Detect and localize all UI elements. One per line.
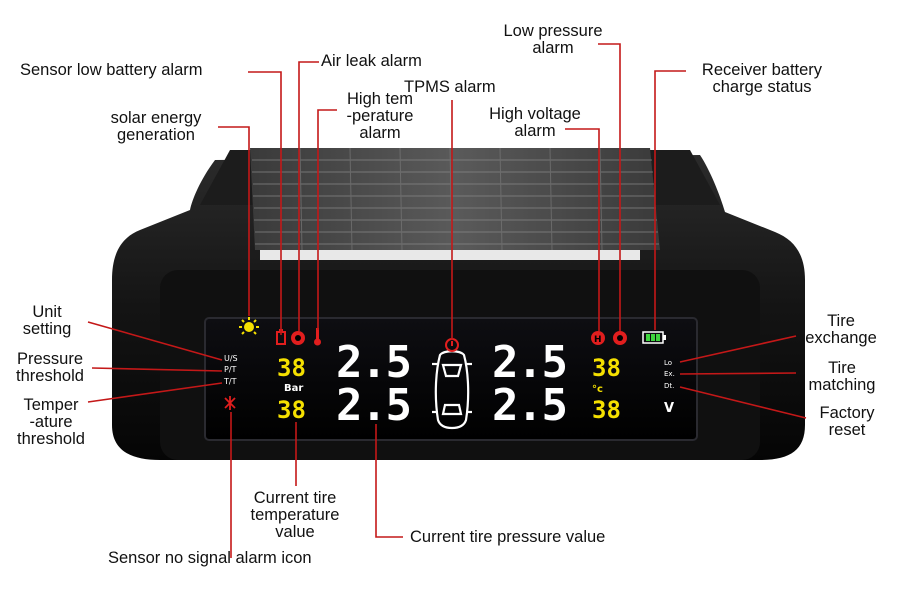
label-factory-reset: Factory reset	[819, 404, 875, 439]
leader-pressure-threshold	[91, 367, 223, 372]
menu-us: U/S	[224, 354, 238, 363]
label-sensor-low-battery: Sensor low battery alarm	[20, 61, 203, 79]
label-temperature-threshold: Temper -ature threshold	[17, 396, 85, 448]
solar-panel	[250, 148, 660, 250]
label-tire-matching: Tire matching	[808, 359, 876, 394]
menu-dt: Dt.	[664, 382, 674, 390]
menu-tt: T/T	[223, 377, 237, 386]
device-body	[112, 147, 805, 460]
thermometer-icon	[314, 328, 321, 346]
label-high-voltage: High voltage alarm	[489, 105, 581, 140]
temp-top-left: 38	[277, 354, 306, 382]
temp-bottom-right: 38	[592, 396, 621, 424]
unit-temp: °c	[592, 384, 603, 395]
label-high-temp: High tem -perature alarm	[346, 90, 414, 142]
leader-receiver-battery	[654, 70, 686, 330]
leader-tire-matching	[679, 372, 797, 375]
leader-low-pressure	[598, 43, 621, 331]
label-low-pressure: Low pressure alarm	[503, 22, 603, 57]
svg-text:H: H	[594, 335, 602, 345]
leader-unit-setting	[87, 321, 223, 361]
no-signal-icon	[224, 396, 236, 410]
pressure-rear-right: 2.5	[492, 380, 568, 431]
leader-high-voltage	[565, 128, 600, 331]
leader-lines	[87, 43, 807, 558]
leader-temperature-threshold	[87, 382, 223, 403]
menu-lo: Lo	[664, 359, 672, 367]
leader-sensor-low-battery	[248, 71, 282, 335]
low-pressure-icon	[613, 331, 627, 345]
lcd-screen	[204, 317, 698, 441]
menu-ex: Ex.	[664, 370, 675, 378]
leader-current-pressure	[375, 424, 403, 538]
label-no-signal: Sensor no signal alarm icon	[108, 549, 312, 567]
menu-pt: P/T	[224, 365, 237, 374]
label-solar: solar energy generation	[110, 109, 202, 144]
temp-bottom-left: 38	[277, 396, 306, 424]
label-current-pressure: Current tire pressure value	[410, 528, 606, 546]
air-leak-icon	[291, 331, 305, 345]
leader-solar	[218, 126, 250, 316]
label-unit-setting: Unit setting	[22, 303, 72, 338]
car-icon	[432, 350, 472, 430]
label-tpms-alarm: TPMS alarm	[404, 78, 496, 96]
label-pressure-threshold: Pressure threshold	[16, 350, 84, 385]
lcd-content: U/S P/T T/T 38 Bar 38 2.5 2.5 2.5 2.5	[223, 317, 675, 431]
unit-pressure: Bar	[284, 383, 303, 394]
pressure-front-right: 2.5	[492, 337, 568, 388]
label-current-temp: Current tire temperature value	[250, 489, 340, 541]
label-air-leak: Air leak alarm	[321, 52, 422, 70]
leader-tire-exchange	[679, 335, 797, 363]
sun-icon	[239, 317, 259, 335]
leader-factory-reset	[679, 386, 807, 419]
battery-icon	[642, 331, 666, 344]
temp-top-right: 38	[592, 354, 621, 382]
label-receiver-battery: Receiver battery charge status	[701, 61, 823, 96]
leader-air-leak	[298, 61, 319, 331]
leader-high-temp	[317, 109, 337, 330]
high-voltage-icon: H	[591, 331, 605, 345]
label-tire-exchange: Tire exchange	[805, 312, 877, 347]
voltage-unit: V	[664, 401, 674, 416]
pressure-rear-left: 2.5	[336, 380, 412, 431]
pressure-front-left: 2.5	[336, 337, 412, 388]
